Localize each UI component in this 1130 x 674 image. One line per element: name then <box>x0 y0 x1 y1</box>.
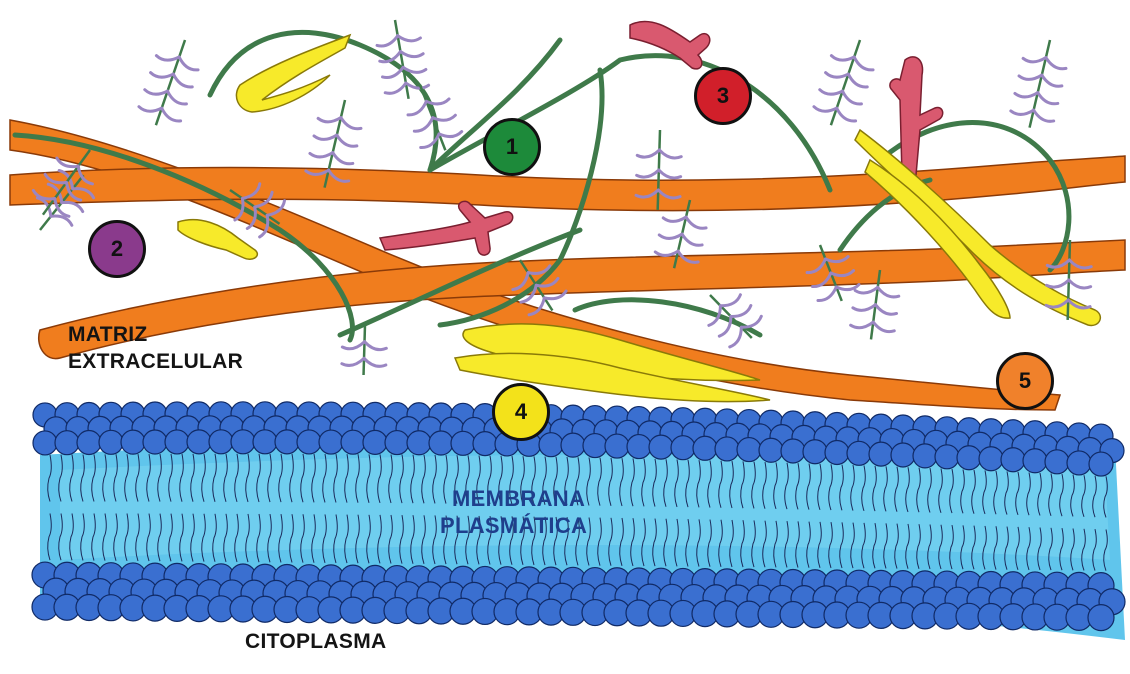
phospholipid-head <box>407 431 431 455</box>
phospholipid-head <box>583 434 607 458</box>
phospholipid-head <box>1023 449 1047 473</box>
cytoplasm-label: CITOPLASMA <box>245 630 386 654</box>
phospholipid-head <box>825 440 849 464</box>
phospholipid-head <box>275 430 299 454</box>
phospholipid-head <box>385 431 409 455</box>
glycoprotein <box>380 201 513 255</box>
phospholipid-head <box>1045 450 1069 474</box>
marker-3: 3 <box>694 67 752 125</box>
phospholipid-head <box>693 436 717 460</box>
phospholipid-head <box>165 430 189 454</box>
proteoglycan <box>408 85 462 150</box>
phospholipid-head <box>957 446 981 470</box>
phospholipid-head <box>451 431 475 455</box>
phospholipid-head <box>891 443 915 467</box>
phospholipid-head <box>979 447 1003 471</box>
phospholipid-head <box>605 434 629 458</box>
phospholipid-head <box>253 430 277 454</box>
phospholipid-head <box>363 430 387 454</box>
phospholipid-head <box>33 431 57 455</box>
phospholipid-head <box>649 435 673 459</box>
phospholipid-head <box>77 430 101 454</box>
phospholipid-head <box>1067 451 1091 475</box>
phospholipid-head <box>473 432 497 456</box>
phospholipid-head <box>1001 448 1025 472</box>
marker-4: 4 <box>492 383 550 441</box>
phospholipid-head <box>737 438 761 462</box>
proteoglycan <box>814 40 873 125</box>
membrane-label-line2: PLASMÁTICA <box>440 512 587 539</box>
phospholipid-head <box>209 430 233 454</box>
phospholipid-head <box>121 430 145 454</box>
phospholipid-head <box>297 430 321 454</box>
phospholipid-head <box>671 436 695 460</box>
phospholipid-head <box>803 440 827 464</box>
phospholipid-head <box>429 431 453 455</box>
phospholipid-head <box>913 444 937 468</box>
adhesion-protein <box>178 220 257 260</box>
phospholipid-head <box>539 433 563 457</box>
membrane-label-line1: MEMBRANA <box>452 485 585 512</box>
marker-5: 5 <box>996 352 1054 410</box>
phospholipid-head <box>231 430 255 454</box>
phospholipid-head <box>935 445 959 469</box>
phospholipid-head <box>561 433 585 457</box>
proteoglycan <box>1011 40 1066 128</box>
phospholipid-head <box>1088 605 1114 631</box>
matrix-label-line2: EXTRACELULAR <box>68 350 243 374</box>
proteoglycan <box>139 40 198 125</box>
phospholipid-head <box>341 430 365 454</box>
marker-2: 2 <box>88 220 146 278</box>
adhesion-proteins <box>178 35 1100 402</box>
phospholipid-head <box>781 439 805 463</box>
proteoglycan <box>636 130 681 210</box>
phospholipid-head <box>143 430 167 454</box>
proteoglycan <box>709 295 761 347</box>
elastic-fiber <box>430 56 830 190</box>
matrix-label-line1: MATRIZ <box>68 323 148 347</box>
phospholipid-head <box>187 430 211 454</box>
glycoprotein <box>630 21 710 68</box>
phospholipid-head <box>715 437 739 461</box>
phospholipid-head <box>759 438 783 462</box>
phospholipid-head <box>319 430 343 454</box>
phospholipid-head <box>1089 452 1113 476</box>
phospholipid-head <box>55 431 79 455</box>
phospholipid-head <box>869 442 893 466</box>
phospholipid-head <box>99 430 123 454</box>
phospholipid-head <box>627 435 651 459</box>
marker-1: 1 <box>483 118 541 176</box>
phospholipid-head <box>847 441 871 465</box>
collagen-fiber <box>10 156 1125 211</box>
